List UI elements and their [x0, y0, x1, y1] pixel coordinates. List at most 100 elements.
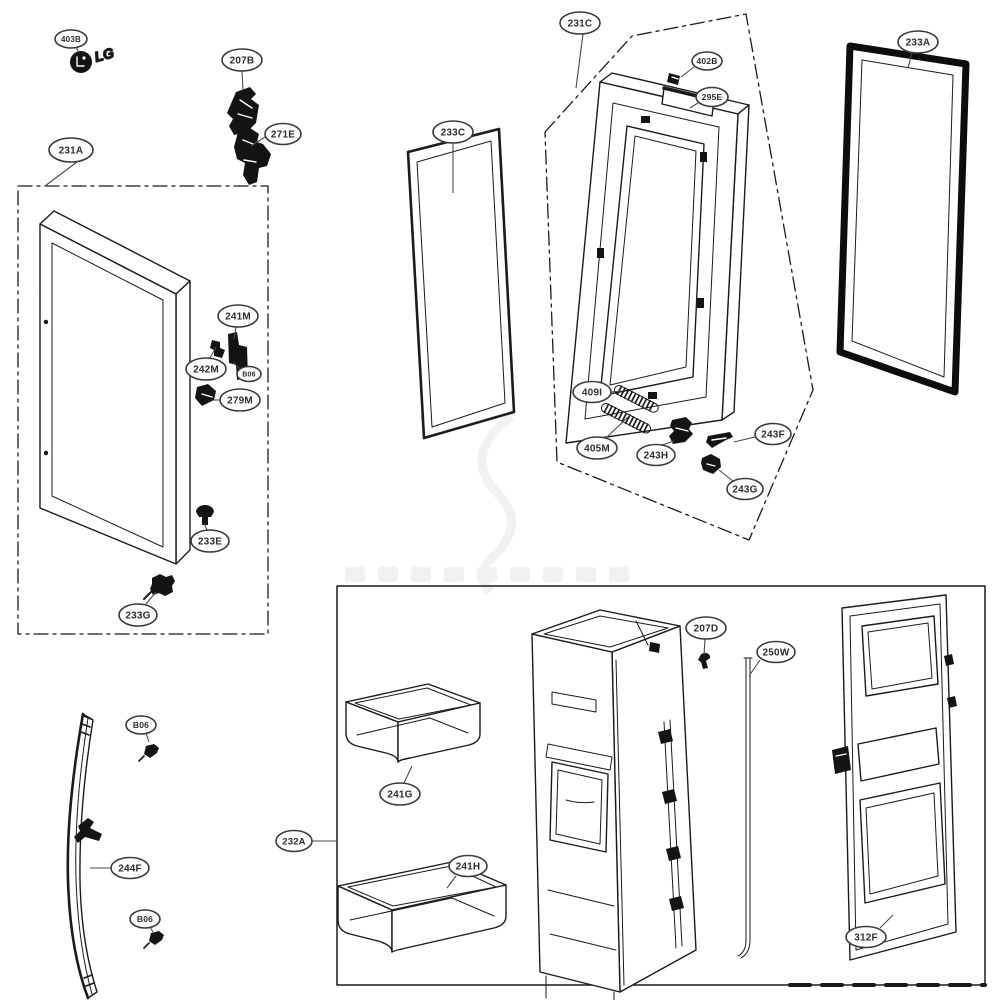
hinge-part-271e — [234, 128, 271, 185]
callout-bubble-243f — [754, 422, 792, 446]
callout-243g: 243G — [718, 469, 764, 501]
callout-bubble-b06-handle-top — [125, 715, 157, 735]
callout-label-271e: 271E — [271, 130, 295, 141]
callout-403b: 403B — [54, 29, 88, 54]
callout-label-243f: 243F — [761, 430, 785, 441]
callout-leader-241h — [446, 875, 457, 889]
callout-leader-233e — [203, 522, 208, 531]
callout-231a: 231A — [44, 137, 94, 187]
callout-233c: 233C — [432, 120, 474, 193]
callout-bubble-207d — [685, 616, 727, 640]
lg-emblem-part: LG — [70, 44, 116, 73]
callout-402b: 402B — [680, 51, 723, 78]
handle-244f — [66, 712, 102, 1000]
callout-label-403b: 403B — [61, 35, 81, 44]
callout-leader-242m — [209, 346, 217, 359]
callout-label-233e: 233E — [198, 537, 222, 548]
callout-bubble-244f — [110, 856, 150, 880]
basket-241g — [345, 683, 481, 763]
callout-leader-241m — [233, 326, 237, 340]
callout-label-241h: 241H — [456, 862, 481, 873]
callout-leader-409i — [610, 390, 621, 393]
callout-leader-233a — [907, 52, 913, 69]
callout-bubble-241g — [379, 782, 421, 806]
callout-label-279m: 279M — [227, 396, 253, 407]
callout-bubble-312f — [845, 925, 887, 949]
water-tube-250w — [737, 657, 753, 959]
center-door-panel — [565, 72, 750, 444]
callout-bubble-241h — [448, 854, 488, 878]
callout-bubble-271e — [264, 122, 302, 146]
callout-232a: 232A — [275, 829, 337, 853]
callout-405m: 405M — [576, 416, 629, 460]
dispenser-housing — [531, 609, 697, 1000]
callout-leader-312f — [879, 914, 894, 929]
callout-b06-handle-top: B06 — [125, 715, 157, 743]
callout-207b: 207B — [221, 48, 263, 91]
brand-logo-text: LG — [93, 44, 116, 65]
callout-233a: 233A — [897, 30, 939, 69]
callout-leader-295e — [689, 102, 699, 109]
callout-312f: 312F — [845, 914, 894, 949]
callout-label-232a: 232A — [282, 836, 306, 847]
clip-part-402b — [667, 73, 680, 85]
callout-243h: 243H — [636, 440, 676, 467]
clip-part-243f — [706, 432, 733, 448]
callout-bubble-243h — [636, 443, 676, 467]
callout-label-231c: 231C — [568, 19, 593, 30]
callout-leader-233g — [145, 591, 157, 605]
callout-leader-405m — [605, 416, 629, 439]
left-door-panel — [39, 210, 191, 565]
callout-233e: 233E — [190, 522, 230, 553]
callout-label-231a: 231A — [59, 146, 84, 157]
callout-label-233c: 233C — [441, 128, 466, 139]
center-assembly-boundary — [544, 13, 814, 541]
callout-242m: 242M — [185, 346, 227, 381]
clip-part-243h — [669, 417, 693, 444]
callout-295e: 295E — [689, 86, 729, 109]
callout-bubble-207b — [221, 48, 263, 72]
callout-bubble-231c — [559, 11, 601, 35]
callout-bubble-405m — [576, 436, 618, 460]
door-liner-312f — [832, 594, 957, 961]
callout-271e: 271E — [250, 122, 302, 147]
callout-label-295e: 295E — [702, 92, 723, 102]
callout-bubble-279m — [219, 388, 261, 412]
callout-leader-250w — [748, 659, 761, 677]
callout-label-233a: 233A — [906, 38, 931, 49]
callout-bubble-233g — [118, 603, 158, 627]
callout-231c: 231C — [559, 11, 601, 89]
callout-233g: 233G — [118, 591, 158, 627]
callout-241h: 241H — [446, 854, 488, 889]
callout-bubble-250w — [756, 640, 796, 664]
callout-label-402b: 402B — [696, 56, 717, 66]
callout-bubble-233c — [432, 120, 474, 144]
callout-label-b06-door: B06 — [242, 372, 255, 379]
callout-409i: 409I — [572, 380, 621, 404]
callout-bubble-232a — [275, 829, 313, 853]
left-door-boundary — [17, 185, 269, 635]
callout-label-250w: 250W — [763, 648, 790, 659]
callout-label-b06-handle-top: B06 — [133, 720, 149, 730]
callout-layer: 403B 207B 271E 231A 241M 242M B06 279M 233E 233G 2… — [44, 11, 939, 949]
gasket-233c — [406, 127, 516, 440]
callout-bubble-243g — [726, 477, 764, 501]
callout-label-241g: 241G — [387, 790, 412, 801]
callout-leader-243g — [718, 469, 734, 482]
callout-leader-231a — [44, 161, 78, 187]
callout-leader-243f — [733, 436, 756, 443]
callout-leader-207b — [241, 70, 244, 91]
callout-244f: 244F — [90, 856, 150, 880]
callout-label-207d: 207D — [694, 624, 719, 635]
callout-250w: 250W — [748, 640, 796, 677]
screw-b06-top — [138, 744, 159, 762]
watermark — [345, 412, 629, 595]
callout-label-244f: 244F — [118, 864, 142, 875]
callout-label-243h: 243H — [644, 451, 669, 462]
screw-b06-bottom — [143, 931, 164, 949]
callout-241m: 241M — [217, 304, 259, 340]
callout-bubble-402b — [691, 51, 723, 71]
callout-bubble-295e — [695, 86, 729, 108]
